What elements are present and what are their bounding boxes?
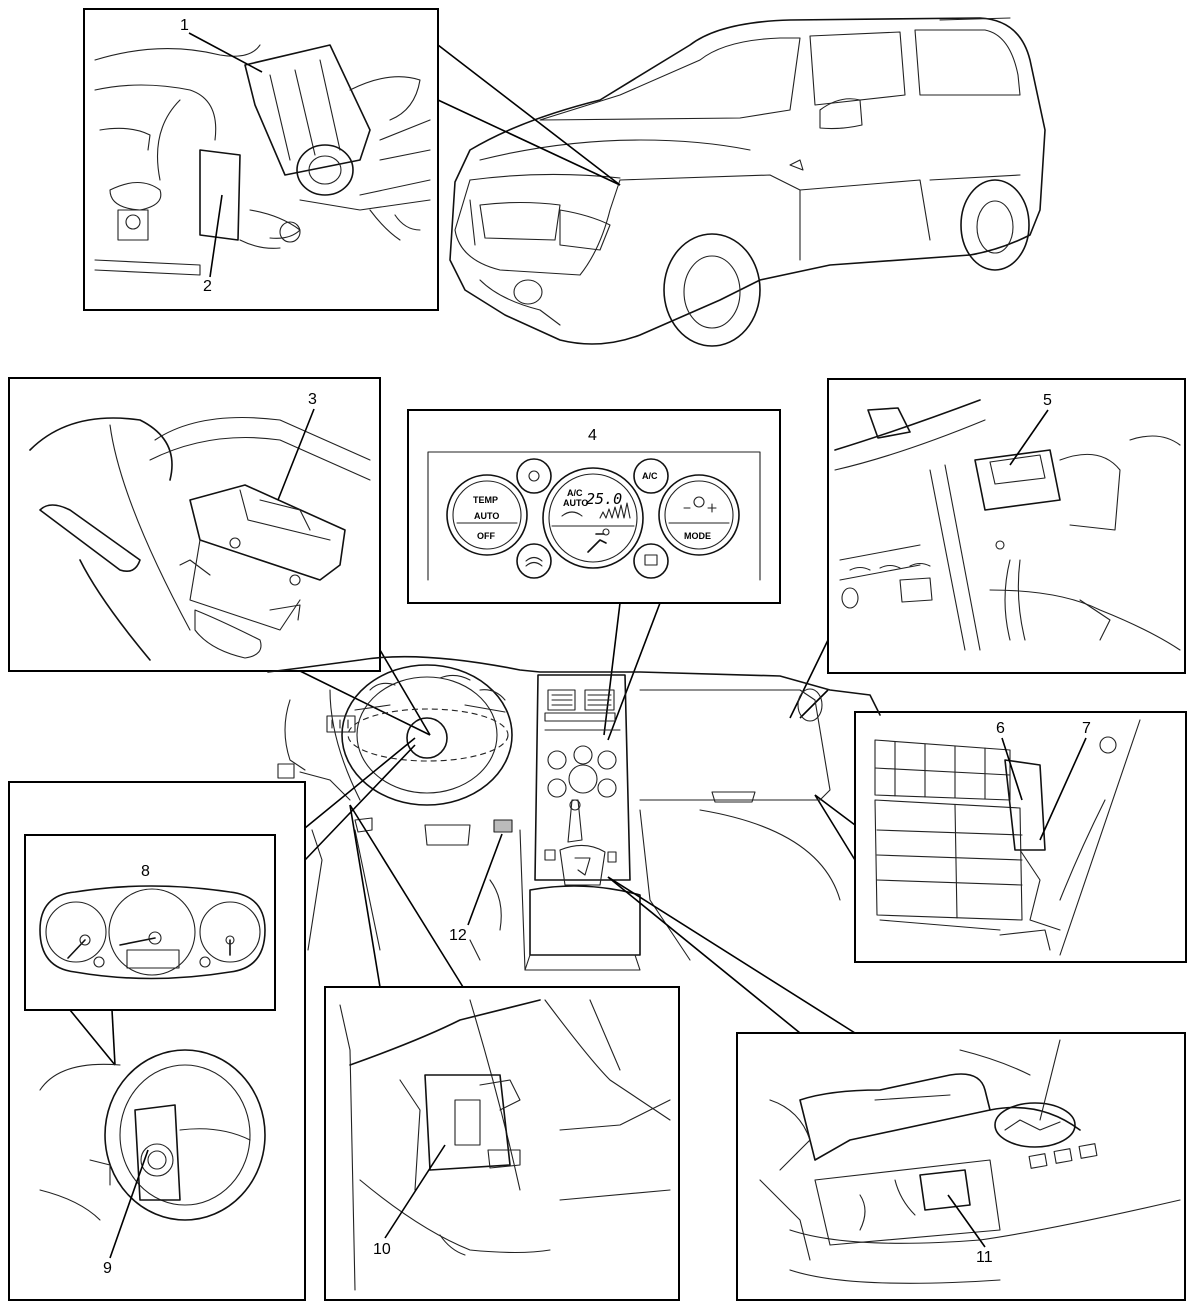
callout-9: 9 — [103, 1260, 112, 1277]
callout-3: 3 — [308, 391, 317, 408]
ac-button: A/C — [633, 458, 669, 494]
console-panel: 11 — [607, 876, 1186, 1301]
callout-12: 12 — [449, 927, 467, 944]
off-label: OFF — [477, 531, 495, 541]
temp-label: TEMP — [473, 495, 498, 505]
display-temperature: 25.0 — [586, 490, 622, 508]
steering-column-detail — [29, 416, 371, 661]
blower-unit-detail — [874, 719, 1141, 956]
auto-label: AUTO — [474, 511, 499, 521]
under-dash-panel: 10 — [324, 804, 680, 1301]
callout-4: 4 — [588, 427, 597, 444]
callout-7: 7 — [1082, 720, 1091, 737]
mode-label: MODE — [684, 531, 711, 541]
callout-2: 2 — [203, 278, 212, 295]
recirculation-button — [516, 458, 552, 494]
callout-5: 5 — [1043, 392, 1052, 409]
mode-dial: MODE — [658, 474, 740, 556]
under-dash-detail — [339, 999, 671, 1291]
behind-glovebox-panel: 6 7 — [814, 711, 1187, 963]
hvac-display: A/C AUTO 25.0 — [542, 467, 644, 569]
display-auto-label: AUTO — [563, 498, 588, 508]
engine-bay-detail — [94, 44, 431, 276]
dashboard-illustration — [267, 655, 881, 971]
callout-1: 1 — [180, 17, 189, 34]
instrument-cluster — [39, 885, 266, 980]
steering-column-panel: 3 — [8, 377, 431, 736]
callout-8: 8 — [141, 863, 150, 880]
temp-dial: TEMP AUTO OFF — [446, 474, 528, 556]
rear-defrost-button — [633, 543, 669, 579]
steering-wheel-detail — [39, 1049, 266, 1221]
instrument-cluster-panel: 8 9 — [8, 737, 416, 1301]
air-intake-button — [516, 543, 552, 579]
passenger-dash-panel: 5 — [789, 378, 1186, 719]
engine-bay-panel: 1 2 — [83, 8, 621, 311]
callout-6: 6 — [996, 720, 1005, 737]
hvac-control-panel: 4 TEMP AUTO OFF A/C — [407, 409, 781, 741]
callout-11: 11 — [976, 1249, 993, 1266]
glovebox-area-detail — [834, 399, 1181, 651]
display-ac-label: A/C — [567, 488, 583, 498]
vehicle-exterior-illustration — [449, 17, 1046, 347]
callout-10: 10 — [373, 1241, 391, 1258]
ac-button-label: A/C — [642, 471, 658, 481]
